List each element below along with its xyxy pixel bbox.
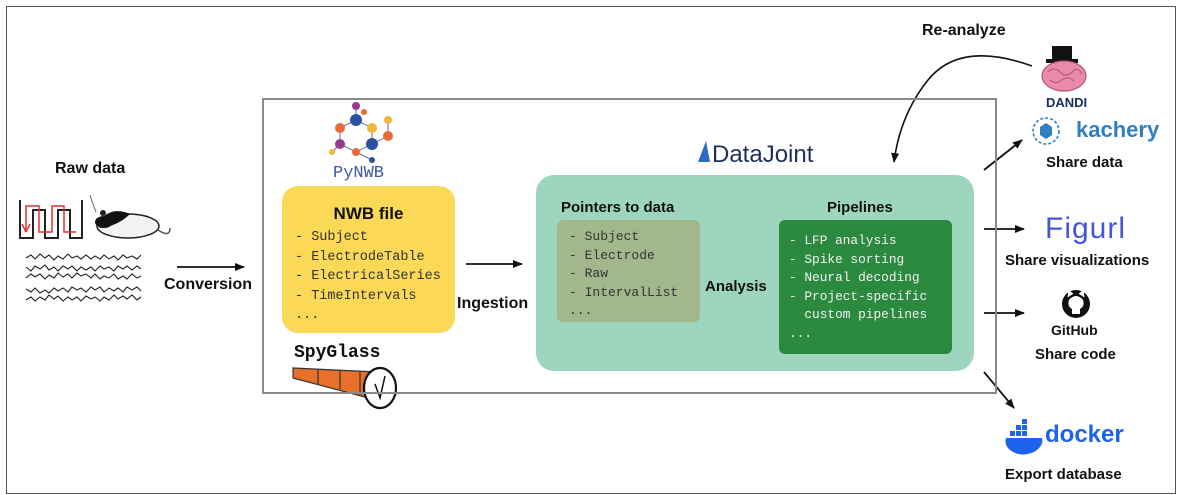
dandi-brain-icon — [1041, 46, 1087, 92]
list-item: - Subject — [569, 229, 640, 244]
pointers-title: Pointers to data — [561, 199, 675, 216]
list-item: custom pipelines — [789, 307, 928, 322]
nwb-file-title: NWB file — [333, 204, 404, 223]
share-code-label: Share code — [1035, 346, 1116, 363]
pipelines-title: Pipelines — [827, 199, 893, 216]
list-item: - TimeIntervals — [295, 288, 417, 304]
list-item: - Spike sorting — [789, 251, 905, 267]
conversion-label: Conversion — [164, 276, 253, 293]
list-item: - ElectricalSeries — [295, 269, 441, 284]
list-item: - Project-specific — [789, 288, 928, 304]
pynwb-logo-text: PyNWB — [333, 164, 385, 183]
docker-logo-text: docker — [1045, 421, 1124, 448]
github-octocat-icon — [1062, 290, 1090, 318]
nwb-file-box: NWB file - Subject - ElectrodeTable - El… — [282, 186, 455, 333]
list-item: ... — [295, 308, 320, 323]
export-database-label: Export database — [1005, 466, 1122, 483]
pointers-list: - Subject - Electrode - Raw - IntervalLi… — [569, 228, 678, 321]
figure-frame — [6, 6, 1176, 494]
list-item: - Raw — [569, 266, 609, 281]
kachery-icon — [1032, 117, 1060, 145]
analysis-label: Analysis — [705, 278, 767, 295]
share-data-label: Share data — [1046, 154, 1123, 171]
list-item: - ElectrodeTable — [295, 249, 425, 265]
github-logo-text: GitHub — [1051, 322, 1098, 338]
nwb-file-list: - Subject - ElectrodeTable - ElectricalS… — [295, 228, 441, 326]
ephys-traces-icon — [25, 253, 142, 302]
dandi-logo-text: DANDI — [1046, 95, 1088, 110]
list-item: - LFP analysis — [789, 233, 897, 248]
datajoint-triangle-icon — [698, 141, 710, 162]
arrow-to-share-data — [983, 139, 1023, 171]
maze-icon — [19, 200, 83, 239]
pynwb-molecule-icon — [329, 102, 393, 163]
arrow-re-analyze — [891, 55, 1033, 163]
list-item: ... — [789, 325, 813, 341]
list-item: - IntervalList — [569, 284, 679, 300]
pipelines-box: - LFP analysis - Spike sorting - Neural … — [779, 220, 952, 354]
ingestion-label: Ingestion — [457, 295, 529, 312]
list-item: - Electrode — [569, 247, 655, 263]
kachery-logo-text: kachery — [1076, 117, 1160, 142]
list-item: ... — [569, 303, 593, 318]
pipelines-list: - LFP analysis - Spike sorting - Neural … — [789, 232, 927, 343]
datajoint-logo-text: DataJoint — [712, 141, 814, 168]
figurl-logo-text: Figurl — [1045, 212, 1127, 245]
pointers-box: - Subject - Electrode - Raw - IntervalLi… — [557, 220, 700, 322]
rat-icon — [89, 194, 171, 239]
arrow-to-export-database — [983, 371, 1015, 409]
raw-data-label: Raw data — [55, 160, 126, 177]
share-visualizations-label: Share visualizations — [1005, 252, 1150, 269]
spyglass-frame — [262, 98, 997, 394]
re-analyze-label: Re-analyze — [922, 22, 1006, 39]
list-item: - Subject — [295, 230, 368, 245]
docker-whale-icon — [1005, 419, 1043, 455]
spyglass-logo-text: SpyGlass — [294, 343, 381, 363]
list-item: - Neural decoding — [789, 270, 920, 285]
